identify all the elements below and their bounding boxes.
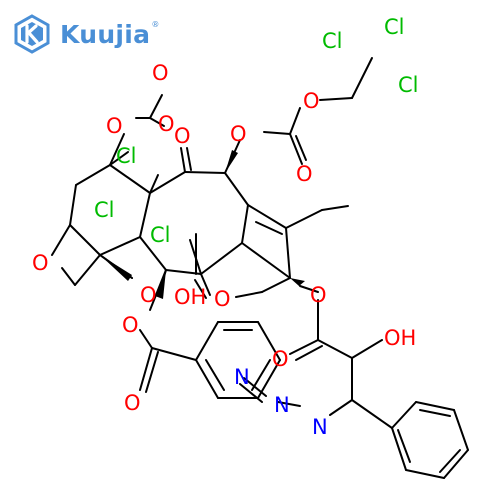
atom-o: O — [272, 347, 289, 371]
atom-cl: Cl — [322, 29, 343, 53]
atom-oh: OH — [174, 285, 206, 309]
atom-cl: Cl — [384, 15, 405, 39]
atom-o: O — [214, 287, 231, 311]
atom-labels: Cl Cl Cl Cl Cl Cl O O O O O O O O O O O … — [32, 15, 419, 439]
atom-o: O — [230, 122, 247, 146]
registered-mark: ® — [151, 19, 160, 29]
atom-n: N — [312, 415, 328, 439]
bonds — [51, 57, 469, 479]
atom-n: N — [234, 365, 250, 389]
atom-o: O — [124, 391, 141, 415]
atom-o: O — [296, 162, 313, 186]
brand-name: Kuujia — [60, 19, 151, 49]
atom-cl: Cl — [398, 73, 419, 97]
wedge-bond — [225, 150, 238, 173]
brand-logo: Kuujia ® — [12, 14, 159, 54]
atom-oh: OH — [384, 326, 416, 350]
wedge-bond — [290, 278, 305, 286]
atom-cl: Cl — [116, 144, 137, 168]
atom-o: O — [122, 313, 139, 337]
atom-n: N — [274, 393, 290, 417]
atom-o: O — [310, 283, 327, 307]
wedge-bond — [100, 255, 132, 281]
atom-o: O — [174, 124, 191, 148]
wedge-bond — [155, 270, 166, 299]
atom-cl: Cl — [150, 223, 171, 247]
atom-o: O — [158, 112, 175, 136]
atom-o: O — [32, 251, 49, 275]
atom-o: O — [303, 89, 320, 113]
atom-o: O — [106, 114, 123, 138]
stereo-wedges — [100, 150, 305, 299]
atom-cl: Cl — [94, 198, 115, 222]
atom-o: O — [152, 61, 169, 85]
atom-o: O — [140, 283, 157, 307]
kuujia-hexagon-k-icon — [14, 14, 50, 54]
